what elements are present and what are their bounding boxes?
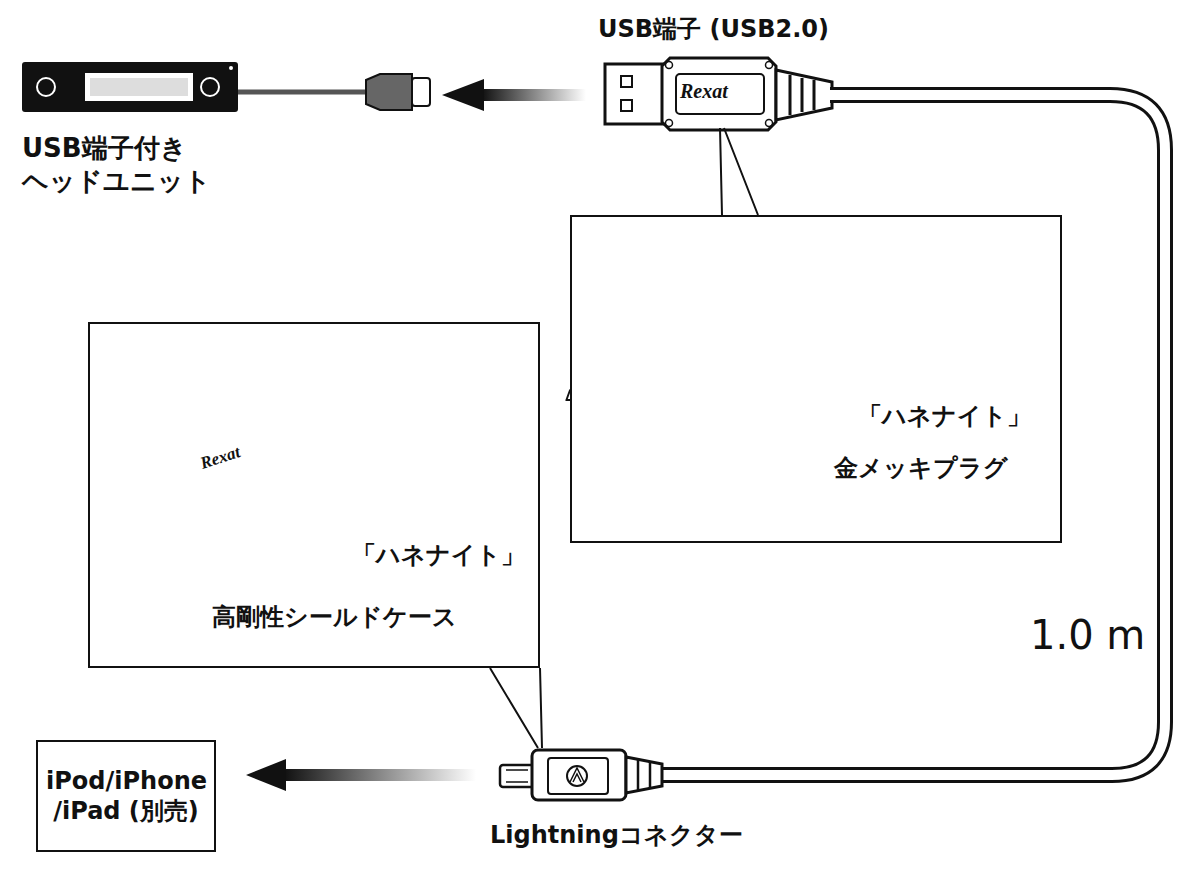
lightning-connector-part <box>626 757 662 793</box>
connector <box>490 668 542 748</box>
node-text: iPod/iPhone /iPad (別売) <box>46 766 206 826</box>
head-unit-node: USB端子付き ヘッドユニット <box>18 58 440 205</box>
head-unit <box>22 62 430 112</box>
usb-plug-part <box>666 62 673 69</box>
node-text: 「ハネナイト」 <box>352 540 525 570</box>
usb-plug-part <box>676 74 764 114</box>
arrow-shaft <box>284 769 476 781</box>
usb-plug-part <box>766 62 773 69</box>
head-unit-part <box>366 74 412 110</box>
arrow-head <box>246 759 286 791</box>
node-text: 金メッキプラグ <box>834 453 1008 483</box>
lightning-connector-part <box>570 768 584 782</box>
head-unit-part <box>229 66 233 70</box>
lightning-detail-inset: 「ハネナイト」高剛性シールドケース <box>88 322 540 668</box>
callout-leader <box>490 668 542 748</box>
node-text: USB端子付き ヘッドユニット <box>22 132 282 197</box>
usb-plug-part <box>605 64 663 124</box>
head-unit-part <box>412 78 430 106</box>
connector <box>442 79 586 111</box>
lightning-connector-part <box>506 770 528 782</box>
usb-plug-part <box>790 75 814 115</box>
lightning-connector <box>500 750 780 800</box>
usb-plug-part <box>776 70 832 120</box>
logo-text: Rexat <box>680 80 728 103</box>
arrow-head <box>442 79 484 111</box>
lightning-connector-part <box>638 760 650 790</box>
usb-detail-inset: 「ハネナイト」金メッキプラグ <box>570 215 1062 543</box>
head-unit-part <box>22 62 238 112</box>
head-unit-part <box>90 78 188 96</box>
connector <box>246 759 476 791</box>
usb-plug <box>605 58 832 130</box>
node-text: USB端子 (USB2.0) <box>598 14 829 44</box>
node-text: 高剛性シールドケース <box>212 602 457 632</box>
head-unit-part <box>86 74 192 100</box>
usb-plug-part <box>621 76 632 87</box>
usb-plug-node: USB端子 (USB2.0) <box>596 12 840 130</box>
node-text: Lightningコネクター <box>490 820 743 850</box>
lightning-connector-part <box>660 767 780 783</box>
arrow-shaft <box>482 89 586 101</box>
head-unit-part <box>201 78 219 96</box>
head-unit-part <box>238 90 368 95</box>
lightning-connector-part <box>567 766 587 786</box>
lightning-connector-part <box>548 758 608 794</box>
lightning-connector-part <box>500 765 534 787</box>
node-text: 「ハネナイト」 <box>858 401 1031 431</box>
lightning-connector-node: Lightningコネクター <box>488 742 778 858</box>
usb-plug-part <box>662 58 776 130</box>
lightning-connector-part <box>532 750 626 800</box>
lightning-connector-part <box>660 770 780 780</box>
usb-plug-part <box>621 100 632 111</box>
connector <box>720 128 758 215</box>
dimension-label: 1.0 m <box>1028 612 1147 658</box>
device-box: iPod/iPhone /iPad (別売) <box>36 740 216 852</box>
callout-leader <box>720 128 758 215</box>
usb-plug-part <box>666 120 673 127</box>
head-unit-part <box>37 78 55 96</box>
usb-plug-part <box>766 120 773 127</box>
